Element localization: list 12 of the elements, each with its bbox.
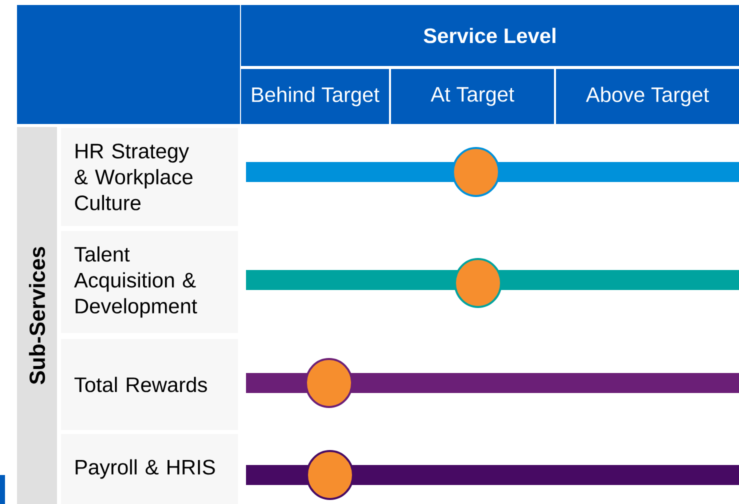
node-label: Behind Target bbox=[252, 86, 380, 106]
header-cell bbox=[17, 5, 240, 124]
header-cell: Service Level bbox=[241, 5, 739, 66]
row-label: HR Strategy & Workplace Culture bbox=[61, 128, 238, 226]
node-label: Service Level bbox=[424, 28, 556, 44]
row-label: Payroll & HRIS bbox=[61, 434, 238, 504]
column-header: Above Target bbox=[556, 69, 739, 124]
side-band: Sub-Services bbox=[17, 127, 57, 504]
column-header: Behind Target bbox=[241, 69, 389, 124]
row-label: Talent Acquisition & Development bbox=[61, 231, 238, 333]
column-header: At Target bbox=[391, 69, 554, 124]
row-label: Total Rewards bbox=[61, 339, 238, 430]
